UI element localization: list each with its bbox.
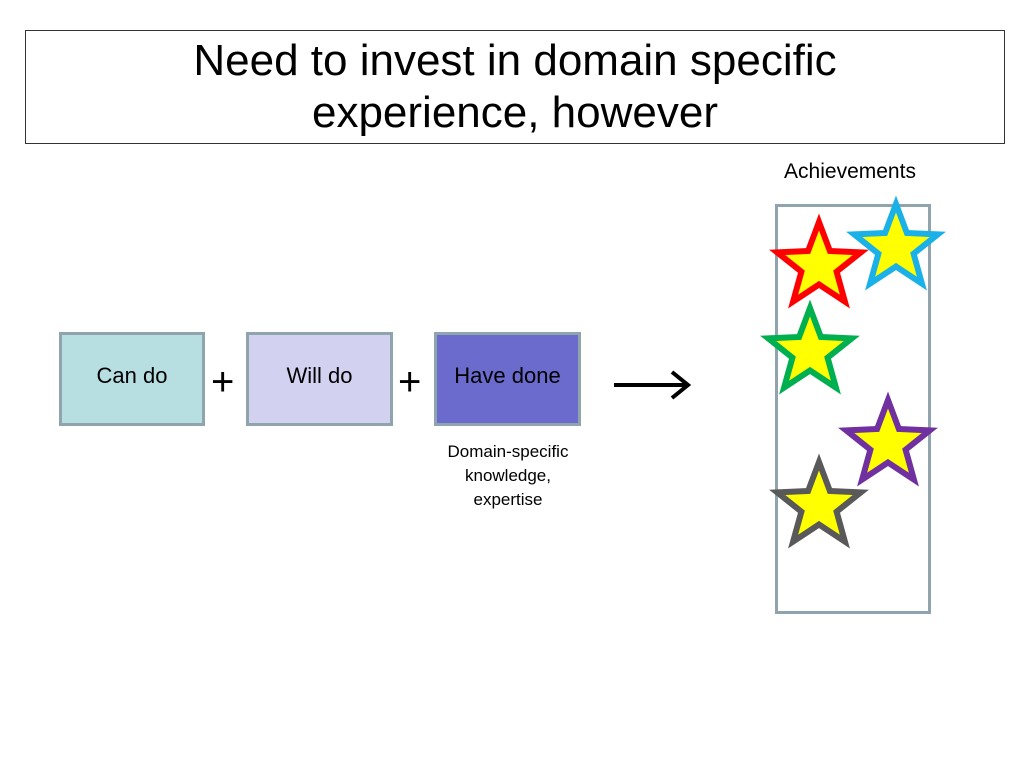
cyan-star-icon (846, 195, 946, 291)
have-done-box: Have done (434, 332, 581, 426)
will-do-label: Will do (286, 363, 353, 388)
achievements-label: Achievements (784, 160, 916, 183)
purple-star-icon (838, 391, 938, 487)
have-done-label: Have done (454, 363, 561, 388)
slide-title: Need to invest in domain specific experi… (193, 36, 837, 137)
can-do-label: Can do (96, 363, 168, 388)
have-done-caption: Domain-specific knowledge, expertise (447, 442, 569, 509)
title-box: Need to invest in domain specific experi… (25, 30, 1005, 144)
will-do-box: Will do (246, 332, 393, 426)
plus-sign-2: + (398, 360, 422, 404)
plus-sign-1: + (211, 360, 235, 404)
can-do-box: Can do (59, 332, 205, 426)
green-star-icon (760, 299, 860, 395)
red-star-icon (769, 213, 869, 309)
right-arrow-icon (614, 370, 692, 400)
gray-star-icon (769, 453, 869, 549)
